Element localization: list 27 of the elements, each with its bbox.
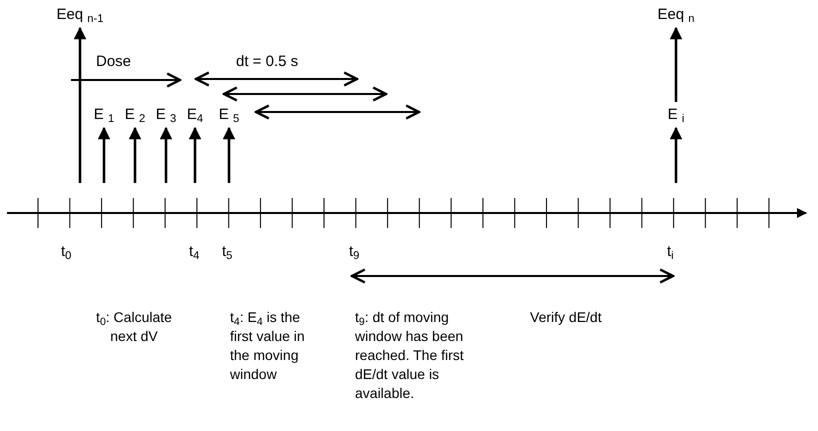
note: t$_{9}$: dt of moving window has been reached. The first dE/dt value is available. (355, 308, 465, 403)
text-label: dt = 0.5 s (236, 52, 300, 72)
value-label: E $_{i}$ (668, 104, 684, 126)
arrow (670, 126, 682, 183)
arrow (74, 26, 86, 183)
value-label: E $_{2}$ (124, 104, 146, 126)
arrow (160, 126, 172, 183)
note: Verify dE/dt (530, 308, 603, 327)
arrow (670, 26, 682, 102)
tick-label: t$_{4}$ (189, 242, 200, 262)
arrow (188, 126, 202, 183)
arrow (222, 126, 236, 183)
value-label: E$_{4}$ (186, 104, 204, 126)
value-label: E $_{3}$ (156, 104, 176, 126)
tick-label: t$_{0}$ (61, 242, 72, 262)
note: t$_{0}$: Calculate next dV (95, 308, 173, 346)
tick-label: t$_{9}$ (349, 242, 360, 262)
text-label: Dose (96, 52, 132, 72)
value-label: E $_{5}$ (218, 104, 240, 126)
note: t$_{4}$: E$_{4}$ is the first value in the moving window (230, 308, 306, 384)
arrow (128, 126, 142, 183)
value-label: Eeq $_{n-1}$ (56, 4, 104, 26)
tick-label: t$_{5}$ (222, 242, 234, 262)
value-label: Eeq $_{n}$ (657, 4, 695, 26)
value-label: E $_{1}$ (94, 104, 114, 126)
arrow (98, 126, 110, 183)
tick-label: t$_{i}$ (667, 242, 675, 262)
